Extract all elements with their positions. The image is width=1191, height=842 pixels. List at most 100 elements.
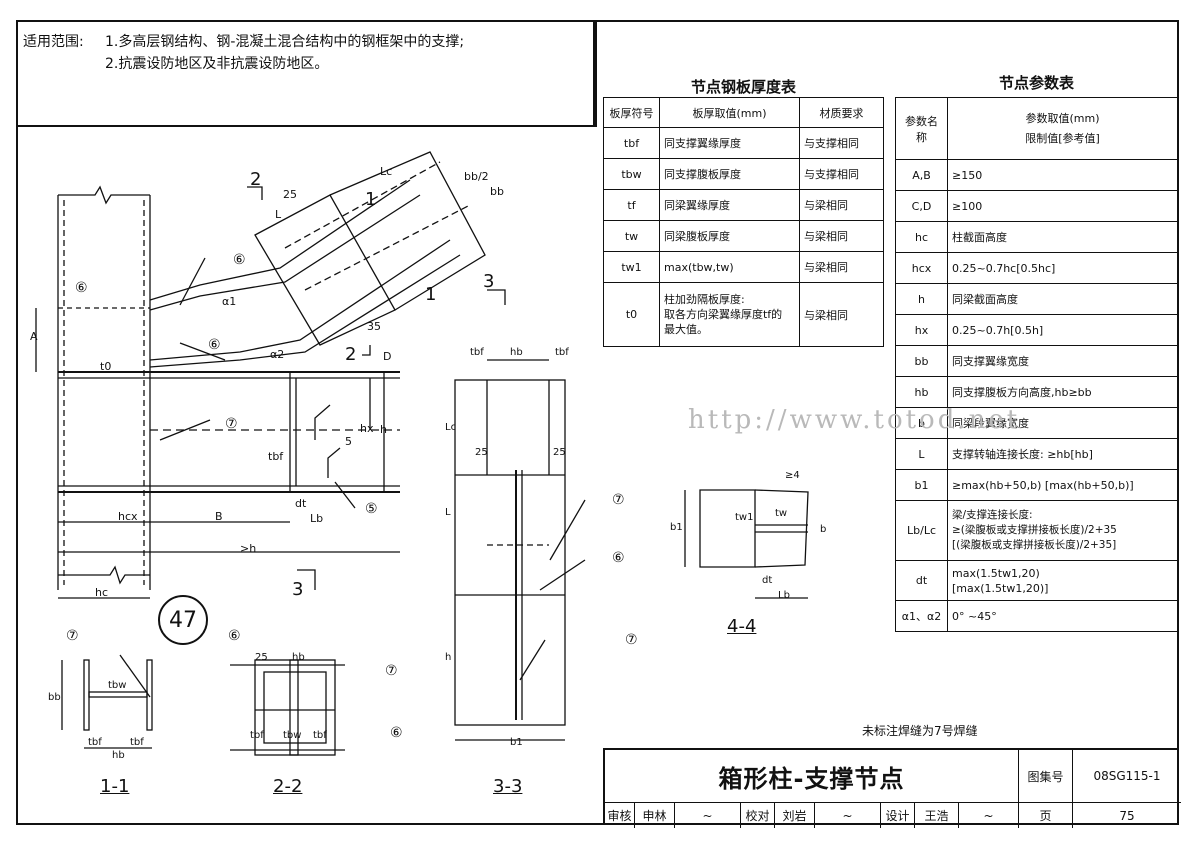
cell: 与支撑相同: [799, 127, 884, 159]
cell: α1、α2: [895, 600, 948, 632]
reviewer-signature: ~: [675, 803, 741, 828]
title-block-signature-row: 审核 申林 ~ 校对 刘岩 ~ 设计 王浩 ~ 页 75: [605, 802, 1181, 828]
cell: 同支撑翼缘厚度: [659, 127, 800, 159]
weld-ref-6-2b: ⑥: [390, 725, 403, 741]
dim-b1-3: b1: [510, 737, 523, 748]
dim-Lb-4: Lb: [778, 590, 790, 601]
dim-25: 25: [283, 188, 297, 201]
dim-hb-1: hb: [112, 750, 125, 761]
cell: 0.25~0.7hc[0.5hc]: [947, 252, 1178, 284]
page-number: 75: [1119, 808, 1135, 823]
section-label-4-4: 4-4: [727, 616, 757, 637]
dim-tbf-2: tbf: [250, 730, 264, 741]
scope-box: 适用范围: 1.多高层钢结构、钢-混凝土混合结构中的钢框架中的支撑; 2.抗震设…: [17, 21, 595, 127]
dim-bb2: bb/2: [464, 170, 489, 183]
header-value-1: 参数取值(mm): [1025, 111, 1100, 125]
detail-number-badge: 47: [158, 595, 208, 645]
dim-b1-4: b1: [670, 522, 683, 533]
dim-35: 35: [367, 320, 381, 333]
section-mark-2: 2: [250, 169, 261, 190]
cell: b1: [895, 469, 948, 501]
section-mark-2b: 2: [345, 344, 356, 365]
dim-L: L: [275, 208, 282, 221]
divider: [595, 21, 597, 127]
dim-dt-4: dt: [762, 575, 772, 586]
cell: 与梁相同: [799, 282, 884, 347]
cell: 同支撑翼缘宽度: [947, 345, 1178, 377]
dim-hb-3: hb: [510, 347, 523, 358]
weld-ref-6-2: ⑥: [228, 628, 241, 644]
weld-ref-7-3b: ⑦: [625, 632, 638, 648]
dim-tbf: tbf: [268, 450, 284, 463]
dim-tbf-1b: tbf: [130, 737, 144, 748]
checker-name: 刘岩: [775, 803, 815, 828]
dim-tbw-1: tbw: [108, 680, 126, 691]
cell: hx: [895, 314, 948, 346]
section-label-1-1: 1-1: [100, 776, 130, 797]
dim-hb-2: hb: [292, 652, 305, 663]
dim-h-3: h: [445, 652, 451, 663]
reviewer-name: 申林: [635, 803, 675, 828]
weld-note: 未标注焊缝为7号焊缝: [862, 724, 978, 738]
review-label: 审核: [605, 803, 635, 828]
dim-bb: bb: [490, 185, 504, 198]
scope-line-1: 1.多高层钢结构、钢-混凝土混合结构中的钢框架中的支撑;: [105, 34, 465, 50]
weld-ref-6: ⑥: [233, 252, 246, 268]
header-cell: 板厚取值(mm): [659, 97, 800, 128]
cell: 同梁翼缘厚度: [659, 189, 800, 221]
cell: C,D: [895, 190, 948, 222]
header-value-2: 限制值[参考值]: [1025, 131, 1100, 145]
dim-hx: hx: [360, 422, 374, 435]
dim-25-3: 25: [475, 447, 488, 458]
cell: 0° ~45°: [947, 600, 1178, 632]
table-row: b1≥max(hb+50,b) [max(hb+50,b)]: [895, 469, 1178, 501]
section-mark-1: 1: [365, 189, 376, 210]
dim-bb-1: bb: [48, 692, 61, 703]
title-block: 箱形柱-支撑节点 图集号 08SG115-1 审核 申林 ~ 校对 刘岩 ~ 设…: [603, 748, 1181, 828]
scope-label: 适用范围:: [23, 34, 84, 50]
cell: 梁/支撑连接长度: ≥(梁腹板或支撑拼接板长度)/2+35 [(梁腹板或支撑拼接…: [947, 500, 1178, 561]
cell: 同梁段翼缘宽度: [947, 407, 1178, 439]
dim-hc: hc: [95, 586, 108, 599]
cell: 与支撑相同: [799, 158, 884, 190]
dim-5: 5: [345, 435, 352, 448]
section-mark-3: 3: [483, 271, 494, 292]
weld-ref-7-3: ⑦: [612, 492, 625, 508]
dim-tw-4: tw: [775, 508, 787, 519]
dim-tbf-1: tbf: [88, 737, 102, 748]
table-row: C,D≥100: [895, 190, 1178, 222]
dim-h: h: [380, 423, 387, 436]
param-table-title: 节点参数表: [998, 74, 1074, 92]
section-label-3-3: 3-3: [493, 776, 523, 797]
cell: hb: [895, 376, 948, 408]
drawing-title: 箱形柱-支撑节点: [605, 750, 1019, 802]
dim-tbw-2: tbw: [283, 730, 301, 741]
dim-tbf-3: tbf: [470, 347, 484, 358]
page-label: 页: [1019, 803, 1073, 828]
dim-Lb: Lb: [310, 512, 323, 525]
plate-table-title: 节点钢板厚度表: [690, 78, 796, 96]
dim-Lc-3: Lc: [445, 422, 456, 433]
atlas-label: 图集号: [1019, 750, 1073, 802]
sheet-frame: [16, 20, 1179, 825]
cell: hcx: [895, 252, 948, 284]
section-mark-3b: 3: [292, 579, 303, 600]
weld-ref-6b: ⑥: [75, 280, 88, 296]
weld-ref-7-2: ⑦: [385, 663, 398, 679]
dim-L-3: L: [445, 507, 451, 518]
checker-signature: ~: [815, 803, 881, 828]
dim-t0: t0: [100, 360, 111, 373]
cell: L: [895, 438, 948, 470]
cell: bb: [895, 345, 948, 377]
dim-tbf-3b: tbf: [555, 347, 569, 358]
